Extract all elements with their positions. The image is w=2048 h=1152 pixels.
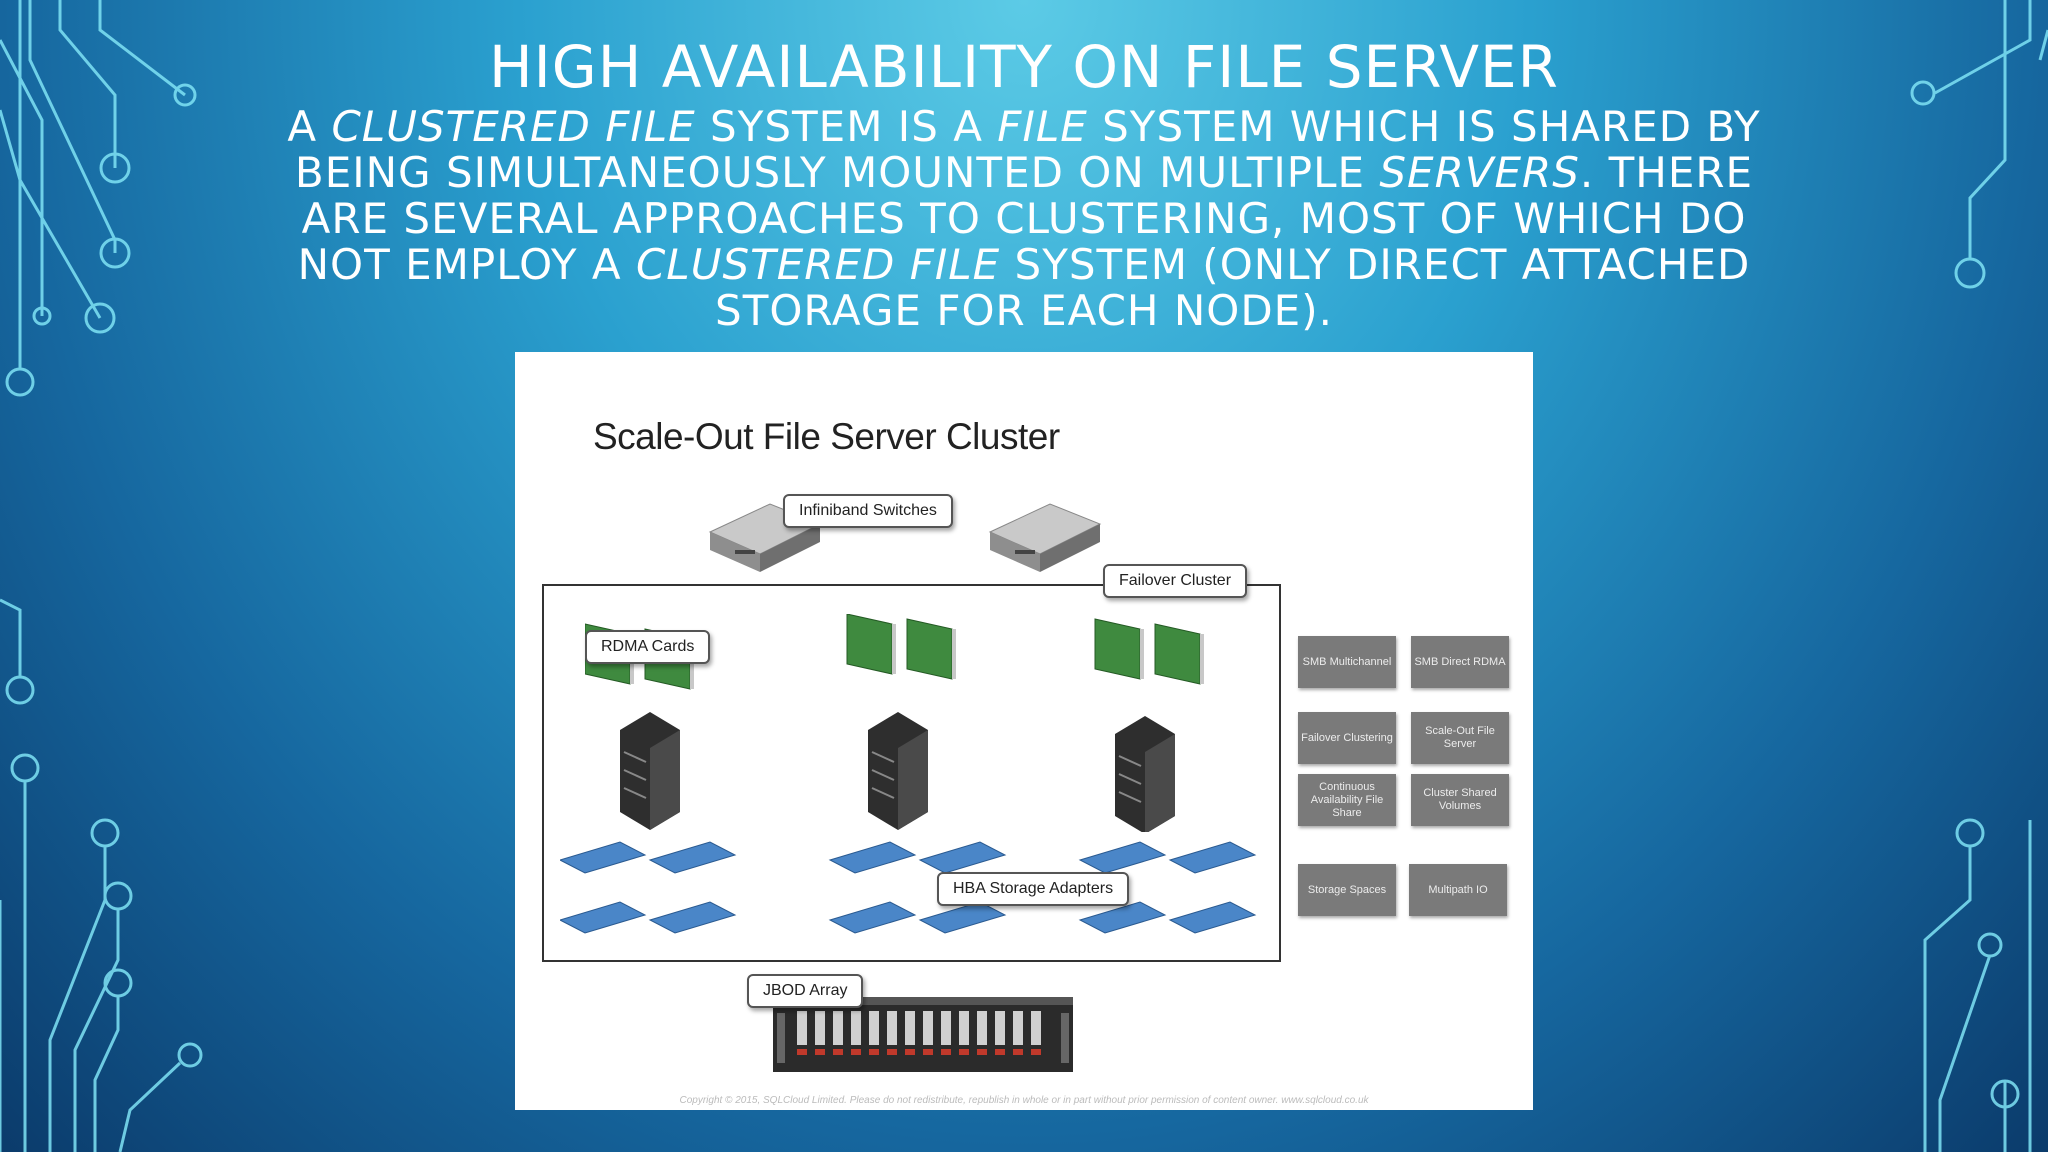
server-rack-icons xyxy=(620,712,1175,832)
body-text-run: SYSTEM IS A xyxy=(695,102,998,151)
feature-box: Multipath IO xyxy=(1409,864,1507,916)
hba-storage-adapters-label: HBA Storage Adapters xyxy=(937,872,1130,906)
body-text-italic-run: CLUSTERED FILE xyxy=(331,102,696,151)
jbod-array-icon xyxy=(773,997,1073,1072)
feature-box: SMB Multichannel xyxy=(1298,636,1396,688)
feature-box: Continuous Availability File Share xyxy=(1298,774,1396,826)
body-text-run: SYSTEM (ONLY DIRECT ATTACHED STORAGE FOR… xyxy=(715,240,1751,335)
feature-box: Scale-Out File Server xyxy=(1411,712,1509,764)
rdma-cards-label: RDMA Cards xyxy=(585,630,711,664)
slide-title: HIGH AVAILABILITY ON FILE SERVER xyxy=(489,33,1559,101)
failover-cluster-label: Failover Cluster xyxy=(1103,564,1248,598)
failover-cluster-box xyxy=(542,584,1281,962)
feature-box: Failover Clustering xyxy=(1298,712,1396,764)
diagram-copyright: Copyright © 2015, SQLCloud Limited. Plea… xyxy=(679,1095,1369,1106)
body-text-italic-run: FILE xyxy=(997,102,1088,151)
body-text-run: A xyxy=(287,102,332,151)
feature-box: Storage Spaces xyxy=(1298,864,1396,916)
infiniband-switches-label: Infiniband Switches xyxy=(783,494,953,528)
body-text-italic-run: CLUSTERED FILE xyxy=(635,240,1001,289)
body-text-run: SYSTEM WHICH IS SHARED BY BEING SIMULTAN… xyxy=(294,102,1761,197)
feature-box: Cluster Shared Volumes xyxy=(1411,774,1509,826)
slide-body-text: A CLUSTERED FILE SYSTEM IS A FILE SYSTEM… xyxy=(250,104,1798,334)
diagram-title: Scale-Out File Server Cluster xyxy=(593,416,1060,457)
body-text-run: . THERE ARE SEVERAL APPROACHES TO CLUSTE… xyxy=(297,148,1754,289)
diagram-image: Scale-Out File Server Cluster Infiniband… xyxy=(515,352,1533,1110)
body-text-italic-run: SERVERS xyxy=(1379,148,1580,197)
feature-box: SMB Direct RDMA xyxy=(1411,636,1509,688)
jbod-array-label: JBOD Array xyxy=(747,974,864,1008)
hba-adapter-icons xyxy=(560,841,1257,934)
